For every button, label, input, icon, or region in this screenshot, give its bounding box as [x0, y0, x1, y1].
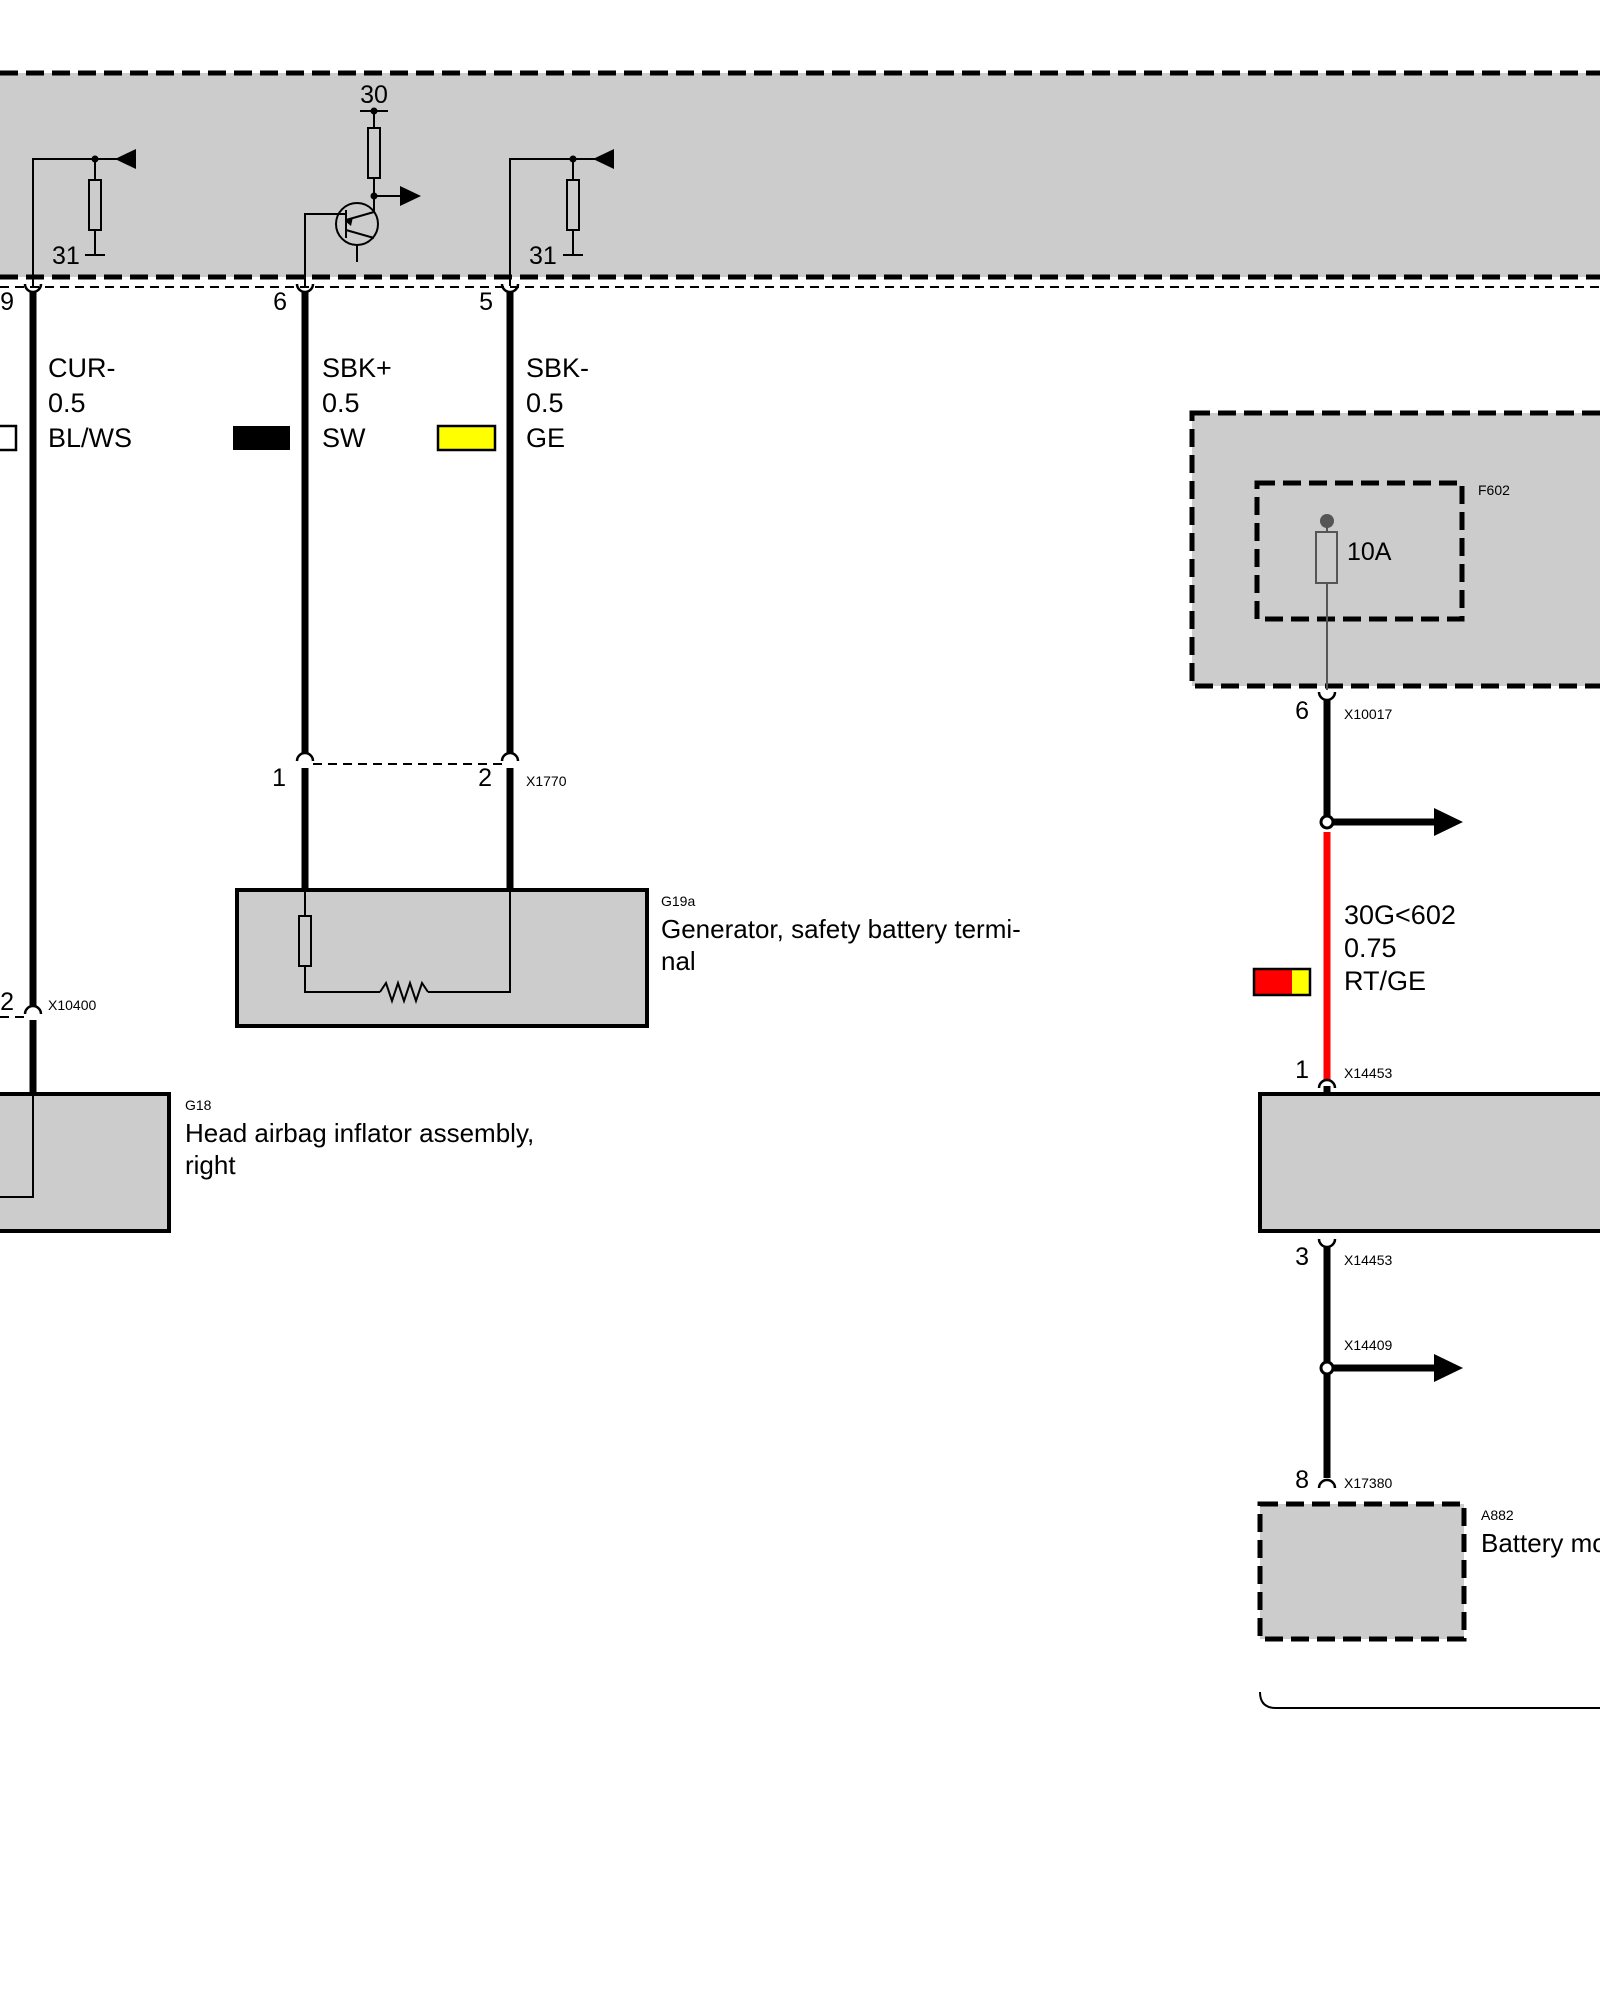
pin-number: 5 [479, 288, 493, 316]
wire-signal: SBK- [526, 353, 589, 383]
component-id: A882 [1481, 1507, 1514, 1523]
wire-battery-feed: X14409 [1319, 1246, 1463, 1478]
connector-pin: 1 [1295, 1056, 1309, 1084]
pin-number: 6 [273, 288, 287, 316]
connector-pin: 6 [1295, 697, 1309, 725]
component-name: nal [661, 946, 696, 976]
component-g18: G18 Head airbag inflator assembly, right [0, 1092, 534, 1233]
connector-pin: 8 [1295, 1466, 1309, 1494]
component-name: Generator, safety battery termi- [661, 914, 1021, 944]
branch-arrow-icon [1434, 1354, 1463, 1382]
connector-id: X17380 [1344, 1475, 1392, 1491]
component-id: G19a [661, 893, 695, 909]
component-g19a: G19a Generator, safety battery termi- na… [235, 888, 1021, 1028]
fuse-icon [1315, 531, 1338, 584]
internal-resistor-left [32, 158, 120, 286]
splice-id: X14409 [1344, 1337, 1392, 1353]
connector-x14453-in: 1 X14453 [1295, 1056, 1392, 1094]
group-bracket [1259, 1691, 1600, 1709]
component-id: G18 [185, 1097, 212, 1113]
connector-id: X10400 [48, 997, 96, 1013]
component-name: Battery mo [1481, 1528, 1600, 1558]
wire-gauge: 0.5 [322, 388, 360, 418]
connector-x14453-out: 3 X14453 [1295, 1238, 1392, 1271]
connector-x10400: 2 X10400 [0, 988, 96, 1018]
fuse-box-f602: 10A F602 [1189, 410, 1600, 690]
heating-element-icon [379, 979, 429, 1005]
transistor-icon [335, 202, 379, 246]
wire-signal: CUR- [48, 353, 116, 383]
component-name: right [185, 1150, 236, 1180]
module-block [1258, 1092, 1600, 1233]
signal-arrow-icon [400, 186, 421, 206]
junction-dot [370, 192, 378, 200]
wire-color-swatch-black [233, 426, 290, 450]
pin-number: 9 [0, 288, 14, 316]
connector-id: X14453 [1344, 1065, 1392, 1081]
wire-color-swatch-yellow [436, 424, 497, 452]
connector-x10017: 6 X10017 [1295, 691, 1392, 725]
wire-30g-602 [1319, 700, 1463, 1080]
junction-dot [370, 107, 378, 115]
connector-id: X10017 [1344, 706, 1392, 722]
connector-x17380: 8 X17380 [1295, 1466, 1392, 1494]
connector-pin: 1 [272, 764, 286, 792]
wire-cur-minus [23, 283, 43, 1094]
control-unit-body [0, 73, 1600, 277]
junction-dot [91, 155, 99, 163]
wire-sbk-minus [500, 283, 520, 890]
wire-color-code: RT/GE [1344, 966, 1426, 996]
internal-resistor-right [509, 158, 598, 286]
wire-sbk-plus [295, 283, 315, 890]
splice-dot [1319, 814, 1335, 830]
ground-terminal-right: 31 [529, 242, 557, 270]
signal-arrow-icon [593, 149, 614, 169]
wire-color-swatch-white [0, 424, 18, 452]
fuse-holder [1254, 480, 1465, 622]
wire-color-code: SW [322, 423, 366, 453]
signal-arrow-icon [115, 149, 136, 169]
component-a882: A882 Battery mo [1257, 1501, 1600, 1642]
wire-gauge: 0.75 [1344, 933, 1397, 963]
connector-pin: 2 [0, 988, 14, 1016]
connector-pin: 2 [478, 764, 492, 792]
connector-pin: 3 [1295, 1243, 1309, 1271]
wire-gauge: 0.5 [526, 388, 564, 418]
resistor-icon [298, 915, 312, 967]
wire-signal: SBK+ [322, 353, 392, 383]
component-name: Head airbag inflator assembly, [185, 1118, 534, 1148]
emitter-arrow-icon [345, 217, 353, 226]
connector-x1770: 1 2 X1770 [272, 763, 567, 792]
wire-color-code: GE [526, 423, 565, 453]
splice-dot [1319, 1360, 1335, 1376]
component-id: F602 [1478, 482, 1510, 498]
wire-color-swatch-red-yellow [1252, 967, 1312, 997]
component-body [1257, 1501, 1467, 1642]
fuse-rating: 10A [1347, 538, 1392, 566]
supply-terminal: 30 [360, 81, 388, 109]
control-unit-panel [0, 70, 1600, 288]
component-body [0, 1092, 171, 1233]
wire-color-code: BL/WS [48, 423, 132, 453]
connector-id: X1770 [526, 773, 567, 789]
transistor-driver [304, 110, 404, 286]
ground-terminal-left: 31 [52, 242, 80, 270]
wire-signal: 30G<602 [1344, 900, 1456, 930]
junction-dot [569, 155, 577, 163]
connector-id: X14453 [1344, 1252, 1392, 1268]
branch-arrow-icon [1434, 808, 1463, 836]
wire-gauge: 0.5 [48, 388, 86, 418]
